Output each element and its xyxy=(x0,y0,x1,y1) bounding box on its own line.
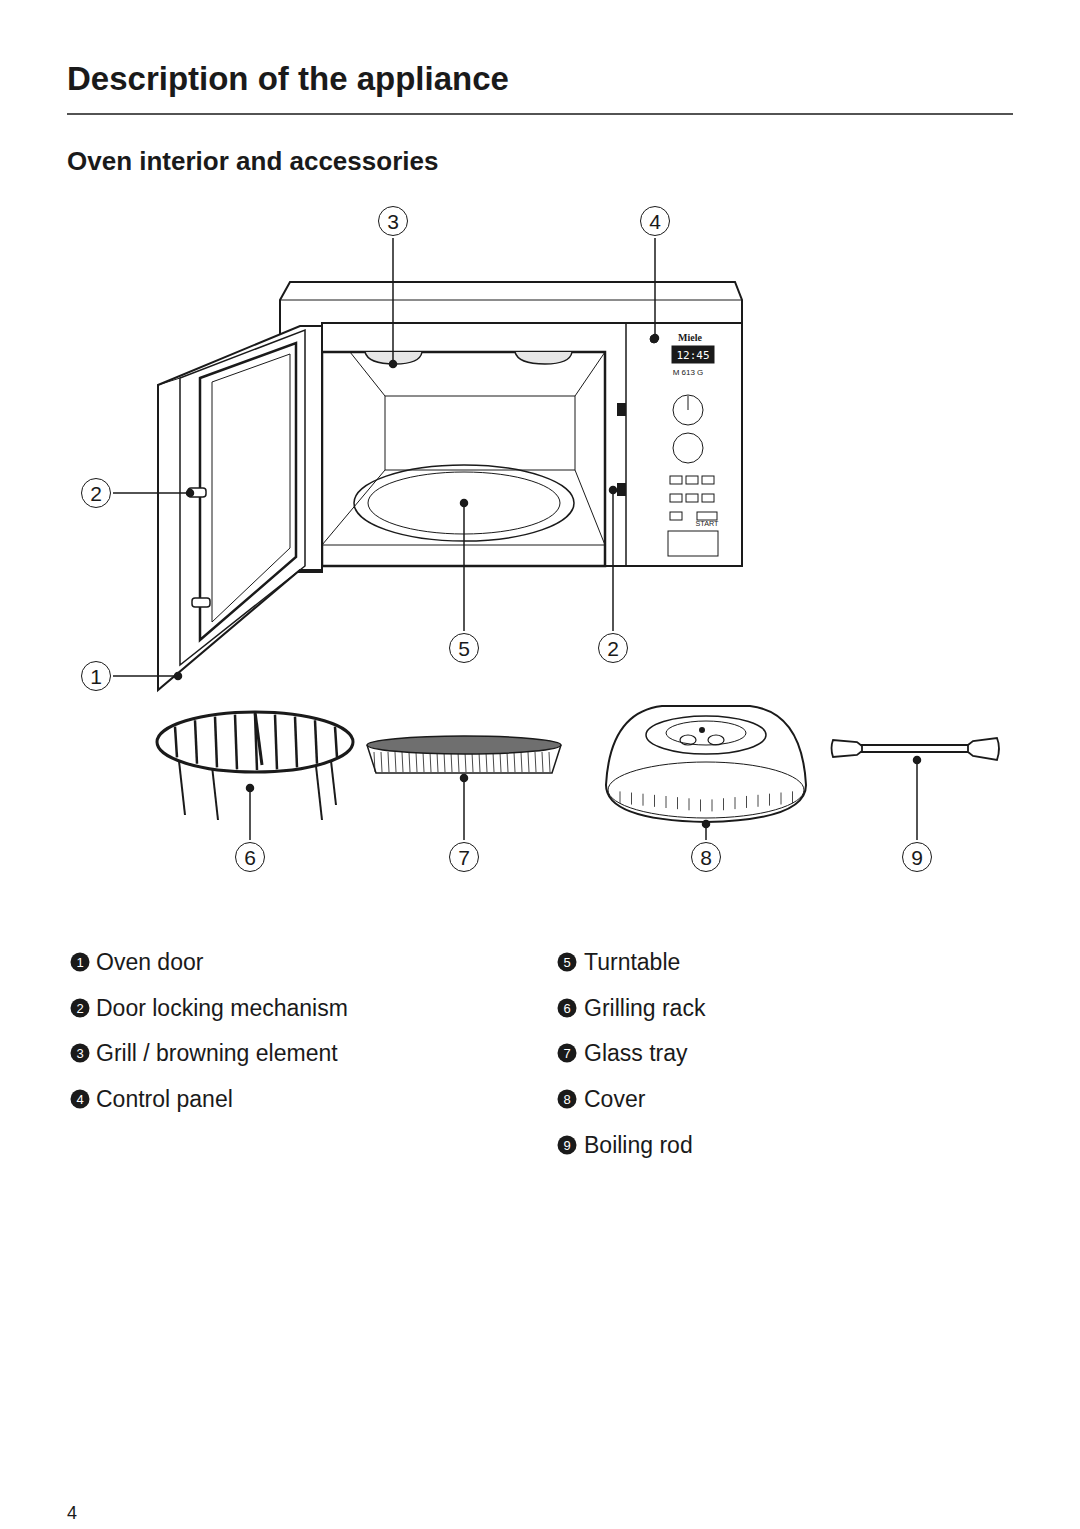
leader-lines xyxy=(113,238,921,840)
heading-rule xyxy=(67,113,1013,115)
model-name: M 613 G xyxy=(673,369,704,377)
key-number: 6 xyxy=(558,999,577,1018)
callout-number: 7 xyxy=(449,842,479,872)
control-panel xyxy=(650,335,718,556)
part-name: Door locking mechanism xyxy=(96,997,348,1020)
section-heading: Oven interior and accessories xyxy=(67,148,438,174)
page-heading: Description of the appliance xyxy=(67,62,509,95)
key-number: 3 xyxy=(71,1044,90,1063)
callout-number: 8 xyxy=(691,842,721,872)
key-number: 9 xyxy=(558,1136,577,1155)
page-number: 4 xyxy=(67,1504,77,1522)
callout-number: 3 xyxy=(378,206,408,236)
callout-number: 2 xyxy=(598,633,628,663)
callout-number: 6 xyxy=(235,842,265,872)
cover xyxy=(606,706,806,822)
key-number: 2 xyxy=(71,999,90,1018)
callout-number: 5 xyxy=(449,633,479,663)
part-name: Glass tray xyxy=(584,1042,688,1065)
button-label: START xyxy=(696,520,719,527)
glass-tray xyxy=(367,736,561,773)
key-number: 5 xyxy=(558,953,577,972)
part-name: Control panel xyxy=(96,1088,233,1111)
callout-number: 9 xyxy=(902,842,932,872)
microwave-body xyxy=(280,282,742,572)
oven-door xyxy=(158,326,322,690)
grilling-rack xyxy=(157,712,353,820)
callout-number: 1 xyxy=(81,661,111,691)
part-name: Boiling rod xyxy=(584,1134,693,1157)
part-name: Grill / browning element xyxy=(96,1042,338,1065)
part-name: Oven door xyxy=(96,951,203,974)
key-number: 8 xyxy=(558,1090,577,1109)
part-name: Grilling rack xyxy=(584,997,705,1020)
callout-number: 2 xyxy=(81,478,111,508)
display-readout: 12:45 xyxy=(676,350,709,361)
key-number: 1 xyxy=(71,953,90,972)
callout-number: 4 xyxy=(640,206,670,236)
key-number: 7 xyxy=(558,1044,577,1063)
part-name: Turntable xyxy=(584,951,680,974)
key-number: 4 xyxy=(71,1090,90,1109)
part-name: Cover xyxy=(584,1088,645,1111)
brand-logo: Miele xyxy=(678,333,702,343)
